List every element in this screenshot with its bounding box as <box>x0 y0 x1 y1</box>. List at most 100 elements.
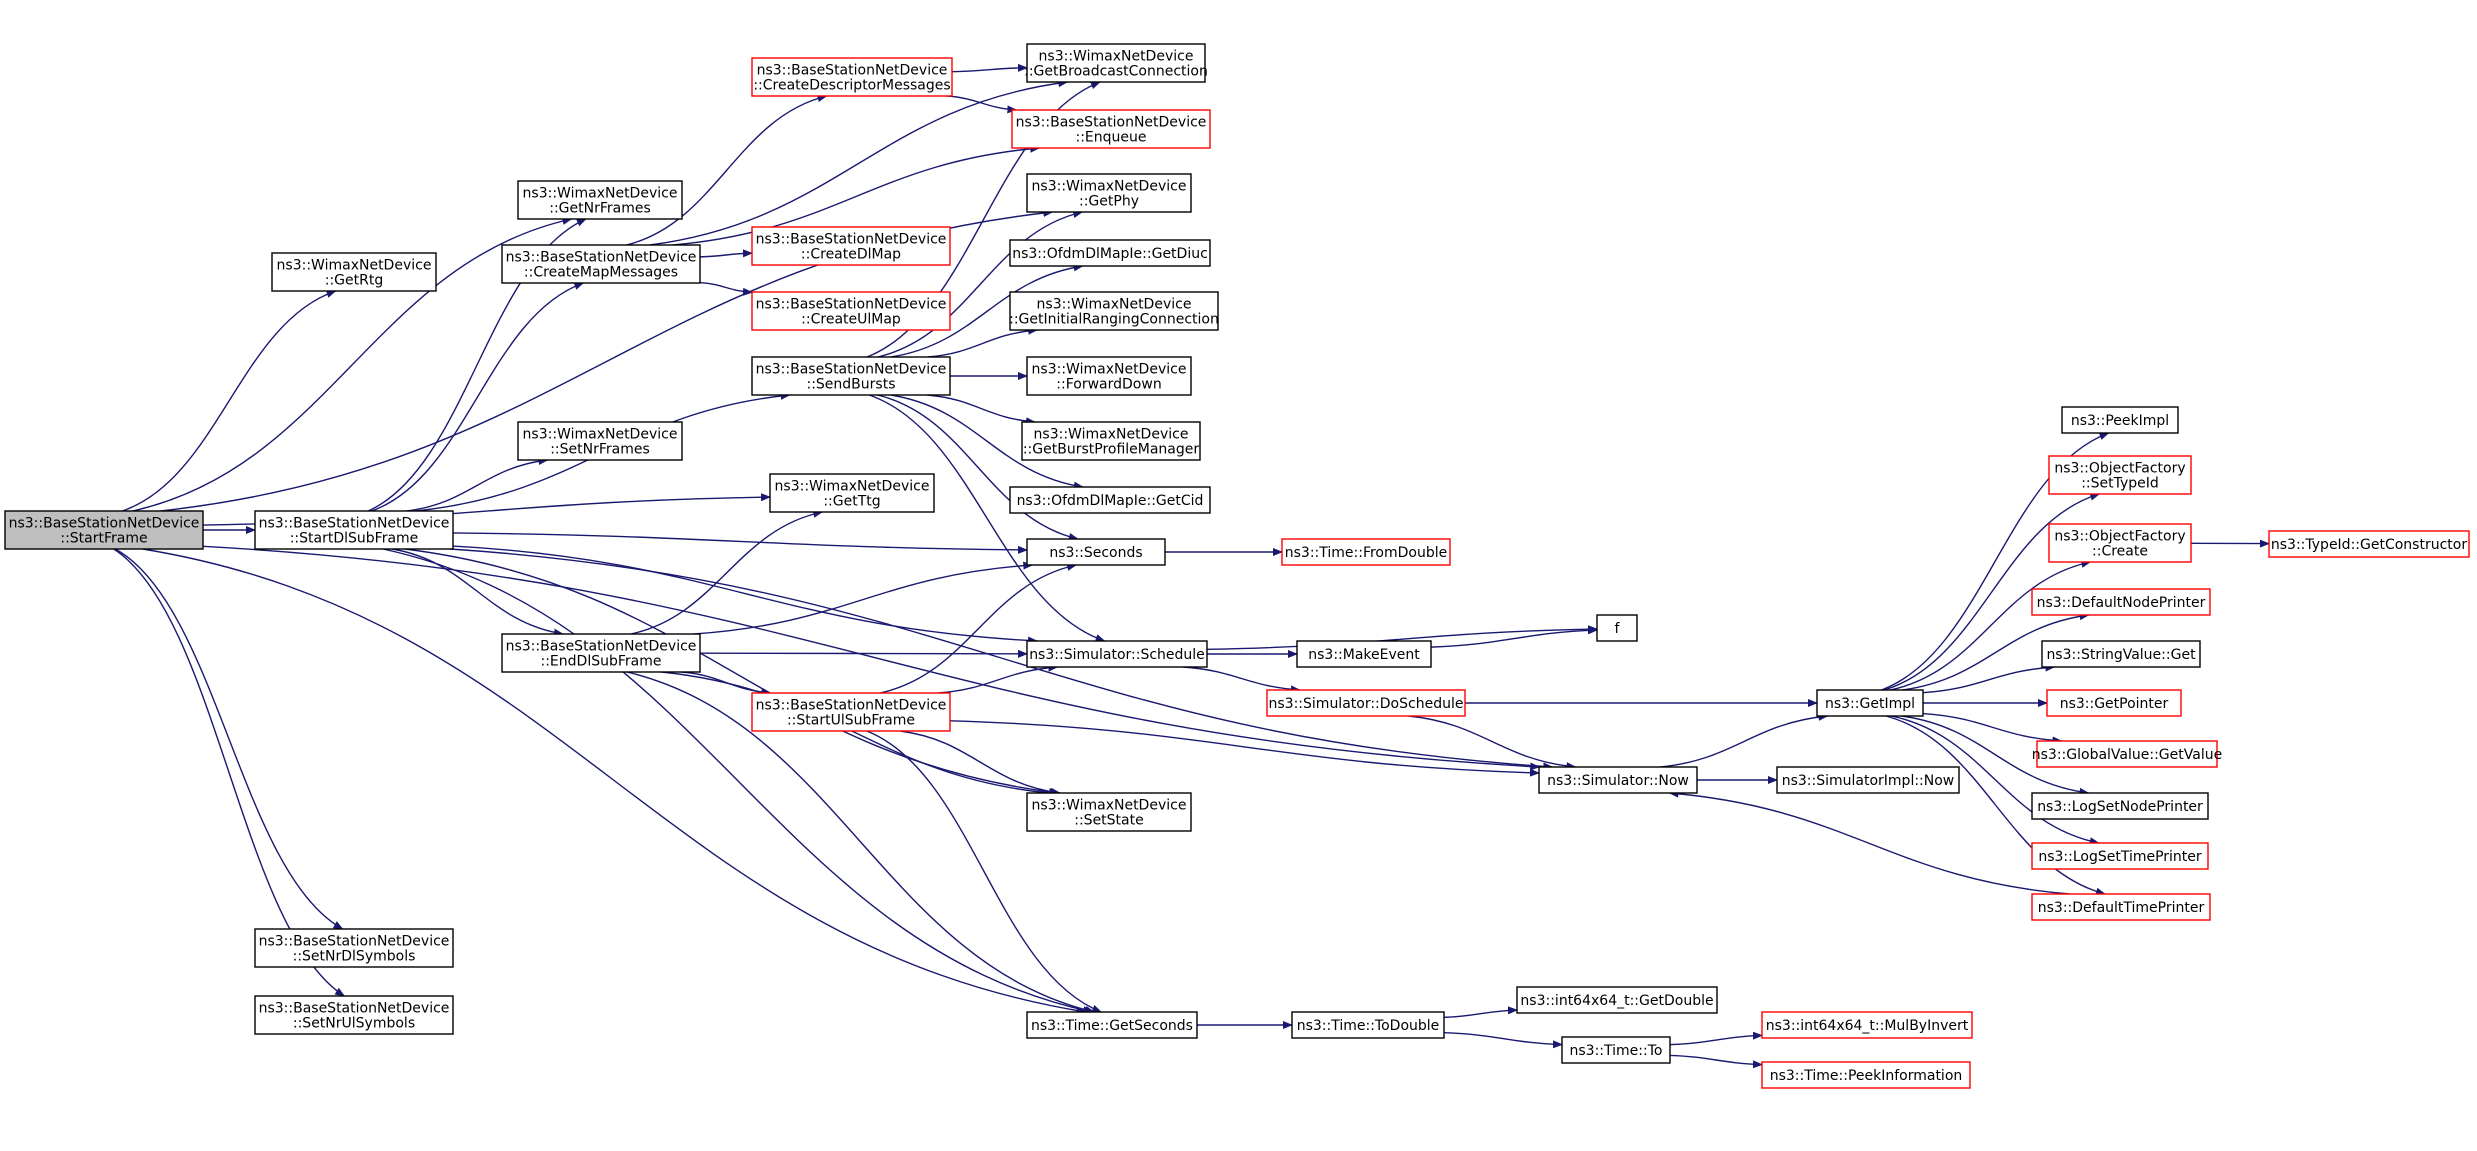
edge-startulsubframe-to-getseconds <box>866 730 1103 1013</box>
node-getdiuc[interactable]: ns3::OfdmDlMapIe::GetDiuc <box>1009 239 1211 267</box>
edge-startframe-to-getseconds <box>142 548 1087 1015</box>
node-label-getdouble-0: ns3::int64x64_t::GetDouble <box>1520 993 1713 1009</box>
node-startframe[interactable]: ns3::BaseStationNetDevice::StartFrame <box>4 510 204 550</box>
node-createulmap[interactable]: ns3::BaseStationNetDevice::CreateUlMap <box>751 291 951 331</box>
node-timeto[interactable]: ns3::Time::To <box>1561 1036 1671 1064</box>
node-startdlsubframe[interactable]: ns3::BaseStationNetDevice::StartDlSubFra… <box>254 510 454 550</box>
node-label-sendbursts-0: ns3::BaseStationNetDevice <box>756 362 947 378</box>
edge-createmapmessages-to-createulmap <box>699 281 753 296</box>
node-label-getpointer-0: ns3::GetPointer <box>2060 696 2169 712</box>
node-box-startulsubframe <box>751 692 951 732</box>
node-simimplnow[interactable]: ns3::SimulatorImpl::Now <box>1776 766 1960 794</box>
node-createmapmessages[interactable]: ns3::BaseStationNetDevice::CreateMapMess… <box>501 244 701 284</box>
node-box-getburstprofilemanager <box>1021 421 1201 461</box>
node-getimpl[interactable]: ns3::GetImpl <box>1816 689 1924 717</box>
node-getttg[interactable]: ns3::WimaxNetDevice::GetTtg <box>769 473 935 513</box>
edge-getimpl-to-logsetnodeprinter <box>1901 715 2090 796</box>
edge-now-to-getimpl <box>1660 712 1829 768</box>
node-label-defaultnodeprinter-0: ns3::DefaultNodePrinter <box>2037 595 2206 611</box>
edge-startdlsubframe-to-setnrframes <box>406 457 549 512</box>
node-makeevent[interactable]: ns3::MakeEvent <box>1296 640 1432 668</box>
node-setnrulsymbols[interactable]: ns3::BaseStationNetDevice::SetNrUlSymbol… <box>254 995 454 1035</box>
node-label-createdescriptormessages-0: ns3::BaseStationNetDevice <box>757 63 948 79</box>
node-label-setstate-0: ns3::WimaxNetDevice <box>1032 798 1187 814</box>
node-stringvalueget[interactable]: ns3::StringValue::Get <box>2041 640 2201 668</box>
node-getconstructor[interactable]: ns3::TypeId::GetConstructor <box>2268 530 2470 558</box>
node-label-getbroadcastconnection-0: ns3::WimaxNetDevice <box>1039 49 1194 65</box>
node-createdescriptormessages[interactable]: ns3::BaseStationNetDevice::CreateDescrip… <box>751 57 953 97</box>
node-label-simimplnow-0: ns3::SimulatorImpl::Now <box>1782 773 1955 789</box>
node-defaultnodeprinter[interactable]: ns3::DefaultNodePrinter <box>2031 588 2211 616</box>
edge-timeto-to-peekinformation <box>1669 1054 1763 1069</box>
edge-enddlsubframe-to-setstate <box>661 671 1050 797</box>
node-startulsubframe[interactable]: ns3::BaseStationNetDevice::StartUlSubFra… <box>751 692 951 732</box>
node-box-enqueue <box>1011 109 1211 149</box>
edge-schedule-to-f <box>1206 625 1598 651</box>
node-settypeid[interactable]: ns3::ObjectFactory::SetTypeId <box>2048 455 2192 495</box>
node-box-getdouble <box>1516 986 1718 1014</box>
node-enqueue[interactable]: ns3::BaseStationNetDevice::Enqueue <box>1011 109 1211 149</box>
edge-timeto-to-mulbyinvert <box>1669 1031 1763 1046</box>
node-setnrframes[interactable]: ns3::WimaxNetDevice::SetNrFrames <box>517 421 683 461</box>
node-box-getseconds <box>1026 1011 1198 1039</box>
edge-todouble-to-timeto <box>1443 1031 1563 1049</box>
node-label-startdlsubframe-1: ::StartDlSubFrame <box>290 531 419 547</box>
node-enddlsubframe[interactable]: ns3::BaseStationNetDevice::EndDlSubFrame <box>501 633 701 673</box>
node-box-mulbyinvert <box>1761 1011 1973 1039</box>
node-seconds[interactable]: ns3::Seconds <box>1026 538 1166 566</box>
node-doschedule[interactable]: ns3::Simulator::DoSchedule <box>1266 689 1466 717</box>
node-setnrdlsymbols[interactable]: ns3::BaseStationNetDevice::SetNrDlSymbol… <box>254 928 454 968</box>
node-label-sendbursts-1: ::SendBursts <box>806 377 895 393</box>
node-box-f <box>1596 614 1638 642</box>
node-logsettimeprinter[interactable]: ns3::LogSetTimePrinter <box>2031 842 2209 870</box>
node-box-getcid <box>1009 486 1211 514</box>
node-defaulttimeprinter[interactable]: ns3::DefaultTimePrinter <box>2031 893 2211 921</box>
node-label-createmapmessages-0: ns3::BaseStationNetDevice <box>506 250 697 266</box>
node-box-ofcreate <box>2048 523 2192 563</box>
node-getpointer[interactable]: ns3::GetPointer <box>2046 689 2182 717</box>
node-label-getttg-1: ::GetTtg <box>823 494 880 510</box>
node-getrtg[interactable]: ns3::WimaxNetDevice::GetRtg <box>271 252 437 292</box>
edge-createdescriptormessages-to-getbroadcastconnection <box>951 63 1028 73</box>
node-getphy[interactable]: ns3::WimaxNetDevice::GetPhy <box>1026 173 1192 213</box>
node-f[interactable]: f <box>1596 614 1638 642</box>
node-peekimpl[interactable]: ns3::PeekImpl <box>2061 406 2179 434</box>
node-logsetnodeprinter[interactable]: ns3::LogSetNodePrinter <box>2031 792 2209 820</box>
node-now[interactable]: ns3::Simulator::Now <box>1538 766 1698 794</box>
node-todouble[interactable]: ns3::Time::ToDouble <box>1291 1011 1445 1039</box>
node-peekinformation[interactable]: ns3::Time::PeekInformation <box>1761 1061 1971 1089</box>
node-getseconds[interactable]: ns3::Time::GetSeconds <box>1026 1011 1198 1039</box>
node-getcid[interactable]: ns3::OfdmDlMapIe::GetCid <box>1009 486 1211 514</box>
node-getinitialrangingconnection[interactable]: ns3::WimaxNetDevice::GetInitialRangingCo… <box>1009 291 1219 331</box>
node-getnrframes[interactable]: ns3::WimaxNetDevice::GetNrFrames <box>517 180 683 220</box>
edge-getimpl-to-ofcreate <box>1890 559 2092 691</box>
node-getbroadcastconnection[interactable]: ns3::WimaxNetDevice::GetBroadcastConnect… <box>1024 43 1208 83</box>
edge-startdlsubframe-to-createmapmessages <box>371 282 585 512</box>
node-box-timeto <box>1561 1036 1671 1064</box>
node-label-setnrulsymbols-1: ::SetNrUlSymbols <box>293 1016 415 1032</box>
node-label-createdlmap-0: ns3::BaseStationNetDevice <box>756 232 947 248</box>
node-label-enddlsubframe-0: ns3::BaseStationNetDevice <box>506 639 697 655</box>
node-fromdouble[interactable]: ns3::Time::FromDouble <box>1281 538 1451 566</box>
edge-startdlsubframe-to-now <box>450 548 1554 771</box>
node-layer: ns3::BaseStationNetDevice::StartFramens3… <box>4 43 2470 1089</box>
node-box-createdescriptormessages <box>751 57 953 97</box>
node-box-makeevent <box>1296 640 1432 668</box>
edge-startulsubframe-to-now <box>949 720 1540 777</box>
node-forwarddown[interactable]: ns3::WimaxNetDevice::ForwardDown <box>1026 356 1192 396</box>
node-box-logsettimeprinter <box>2031 842 2209 870</box>
node-box-globalvalue <box>2036 740 2218 768</box>
node-label-enqueue-0: ns3::BaseStationNetDevice <box>1016 115 1207 131</box>
node-createdlmap[interactable]: ns3::BaseStationNetDevice::CreateDlMap <box>751 226 951 266</box>
node-label-peekimpl-0: ns3::PeekImpl <box>2071 413 2169 429</box>
node-mulbyinvert[interactable]: ns3::int64x64_t::MulByInvert <box>1761 1011 1973 1039</box>
node-globalvalue[interactable]: ns3::GlobalValue::GetValue <box>2032 740 2222 768</box>
node-ofcreate[interactable]: ns3::ObjectFactory::Create <box>2048 523 2192 563</box>
node-sendbursts[interactable]: ns3::BaseStationNetDevice::SendBursts <box>751 356 951 396</box>
node-getburstprofilemanager[interactable]: ns3::WimaxNetDevice::GetBurstProfileMana… <box>1021 421 1201 461</box>
node-setstate[interactable]: ns3::WimaxNetDevice::SetState <box>1026 792 1192 832</box>
node-schedule[interactable]: ns3::Simulator::Schedule <box>1026 640 1208 668</box>
edge-sendbursts-to-getbroadcastconnection <box>866 81 1101 358</box>
node-box-doschedule <box>1266 689 1466 717</box>
node-getdouble[interactable]: ns3::int64x64_t::GetDouble <box>1516 986 1718 1014</box>
